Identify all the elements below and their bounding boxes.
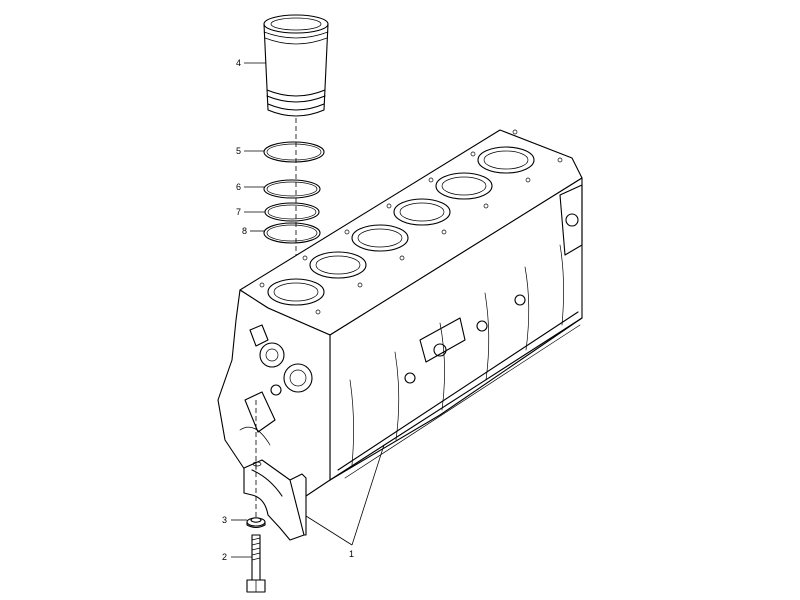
callout-2: 2	[222, 552, 227, 562]
cylinder-block	[217, 129, 583, 501]
washer	[246, 517, 266, 529]
callout-6: 6	[236, 182, 241, 192]
callout-3: 3	[222, 515, 227, 525]
main-bearing-cap	[243, 459, 307, 541]
callout-7: 7	[236, 207, 241, 217]
bolt	[246, 534, 266, 593]
callout-5: 5	[236, 146, 241, 156]
cylinder-liner	[263, 14, 329, 117]
callout-1: 1	[349, 549, 354, 559]
seal-ring-7	[264, 202, 320, 222]
seal-ring-5	[263, 141, 325, 163]
head-bolt-holes	[259, 129, 563, 315]
seal-ring-6	[263, 179, 321, 199]
cylinder-bores	[267, 146, 535, 306]
callout-8: 8	[242, 226, 247, 236]
callout-4: 4	[236, 58, 241, 68]
seal-ring-8	[263, 222, 321, 244]
leader-lines	[231, 62, 385, 558]
